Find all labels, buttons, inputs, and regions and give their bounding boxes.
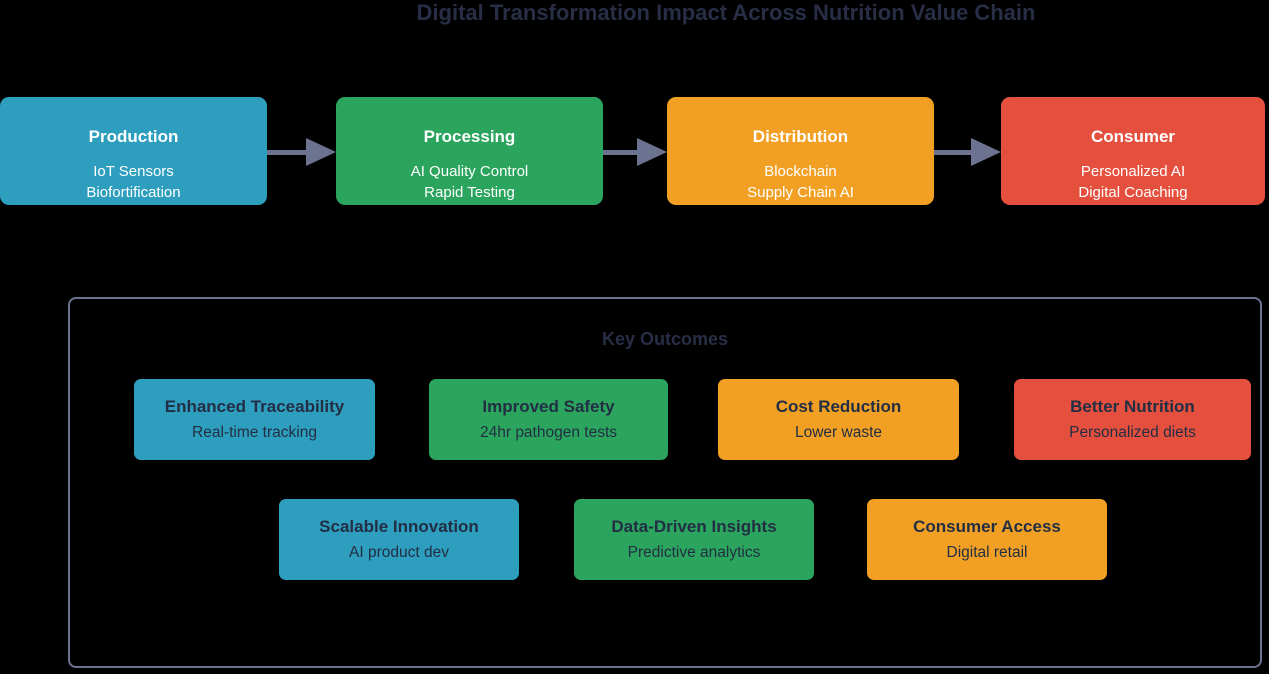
stage-detail-line: Digital Coaching bbox=[1078, 183, 1188, 201]
stage-details: Personalized AI Digital Coaching bbox=[1078, 161, 1187, 203]
stage-title: Distribution bbox=[752, 126, 849, 146]
outcome-title: Scalable Innovation bbox=[319, 517, 479, 536]
outcome-title: Cost Reduction bbox=[775, 397, 902, 416]
arrow-head bbox=[971, 138, 1001, 166]
arrow-shaft bbox=[603, 149, 637, 155]
stage-detail-line: Blockchain bbox=[764, 162, 837, 180]
arrow-shaft bbox=[934, 149, 971, 155]
flow-arrow-icon bbox=[934, 138, 1001, 166]
outcome-card-better-nutrition: Better Nutrition Personalized diets bbox=[1014, 379, 1251, 460]
outcome-title: Better Nutrition bbox=[1070, 397, 1195, 416]
outcome-subtitle: Lower waste bbox=[794, 424, 882, 441]
arrow-head bbox=[306, 138, 336, 166]
outcome-subtitle: Digital retail bbox=[946, 544, 1028, 561]
stage-detail-line: Supply Chain AI bbox=[747, 183, 854, 201]
outcome-subtitle: Personalized diets bbox=[1069, 424, 1196, 441]
stage-detail-line: Biofortification bbox=[86, 183, 181, 201]
outcome-card-data-driven-insights: Data-Driven Insights Predictive analytic… bbox=[574, 499, 814, 580]
key-outcomes-panel: Key Outcomes bbox=[68, 297, 1262, 668]
stage-distribution: Distribution Blockchain Supply Chain AI bbox=[667, 97, 934, 205]
stage-details: Blockchain Supply Chain AI bbox=[747, 161, 854, 203]
stage-title: Processing bbox=[423, 126, 516, 146]
stage-production: Production IoT Sensors Biofortification bbox=[0, 97, 267, 205]
arrow-head bbox=[637, 138, 667, 166]
stage-title: Consumer bbox=[1090, 126, 1176, 146]
flow-arrow-icon bbox=[267, 138, 336, 166]
outcome-title: Data-Driven Insights bbox=[611, 517, 777, 536]
outcome-card-cost-reduction: Cost Reduction Lower waste bbox=[718, 379, 959, 460]
outcome-title: Consumer Access bbox=[913, 517, 1061, 536]
diagram-title: Digital Transformation Impact Across Nut… bbox=[416, 0, 1036, 25]
arrow-shaft bbox=[267, 149, 306, 155]
outcome-card-scalable-innovation: Scalable Innovation AI product dev bbox=[279, 499, 519, 580]
stage-processing: Processing AI Quality Control Rapid Test… bbox=[336, 97, 603, 205]
stage-title: Production bbox=[88, 126, 179, 146]
stage-detail-line: IoT Sensors bbox=[93, 162, 174, 180]
outcome-subtitle: Real-time tracking bbox=[192, 424, 317, 441]
stage-consumer: Consumer Personalized AI Digital Coachin… bbox=[1001, 97, 1265, 205]
outcome-subtitle: 24hr pathogen tests bbox=[479, 424, 618, 441]
outcome-subtitle: Predictive analytics bbox=[627, 544, 761, 561]
outcome-card-consumer-access: Consumer Access Digital retail bbox=[867, 499, 1107, 580]
outcome-card-enhanced-traceability: Enhanced Traceability Real-time tracking bbox=[134, 379, 375, 460]
stage-detail-line: Rapid Testing bbox=[424, 183, 515, 201]
key-outcomes-title: Key Outcomes bbox=[601, 329, 729, 349]
stage-details: IoT Sensors Biofortification bbox=[86, 161, 180, 203]
outcome-title: Improved Safety bbox=[482, 397, 615, 416]
outcome-title: Enhanced Traceability bbox=[164, 397, 345, 416]
outcome-subtitle: AI product dev bbox=[349, 544, 449, 561]
stage-detail-line: Personalized AI bbox=[1080, 162, 1186, 180]
stage-detail-line: AI Quality Control bbox=[410, 162, 529, 180]
stage-details: AI Quality Control Rapid Testing bbox=[411, 161, 529, 203]
flow-arrow-icon bbox=[603, 138, 667, 166]
outcome-card-improved-safety: Improved Safety 24hr pathogen tests bbox=[429, 379, 668, 460]
